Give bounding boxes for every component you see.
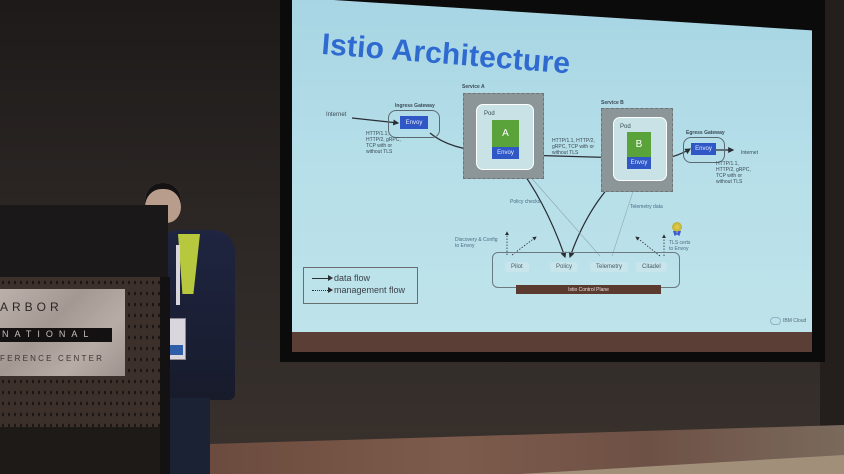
ibm-cloud-logo: IBM Cloud (770, 317, 806, 325)
ingress-gateway-box (388, 110, 440, 138)
egress-envoy: Envoy (691, 143, 716, 155)
speaker-jacket (160, 230, 235, 400)
telemetry-component: Telemetry (590, 262, 629, 272)
dotted-arrow-icon (312, 286, 333, 293)
control-plane-label: Istio Control Plane (516, 285, 661, 294)
policy-component: Policy (550, 262, 579, 272)
egress-protocols: HTTP/1.1, HTTP/2, gRPC, TCP with or with… (716, 161, 751, 185)
legend-box (303, 267, 418, 304)
podium-base (0, 427, 160, 474)
service-b-envoy: Envoy (627, 157, 651, 169)
podium-side (160, 277, 170, 474)
ingress-envoy: Envoy (400, 116, 428, 129)
lanyard (176, 245, 180, 305)
solid-arrow-icon (312, 274, 333, 281)
sign-line-1: ARBOR (0, 300, 63, 314)
service-b-pod-label: Pod (620, 124, 631, 130)
telemetry-data-label: Telemetry data (630, 204, 663, 210)
sign-band (0, 328, 112, 342)
egress-gateway-label: Egress Gateway (686, 130, 725, 136)
service-b-label: Service B (601, 100, 624, 106)
service-a-app: A (492, 120, 519, 147)
speaker-legs (168, 398, 210, 474)
service-b-app: B (627, 132, 651, 157)
legend-management-flow: management flow (312, 285, 405, 295)
screen-bottom-border (292, 332, 812, 352)
sign-line-3: FERENCE CENTER (0, 354, 105, 363)
egress-gateway-box (683, 137, 725, 163)
service-a-label: Service A (462, 84, 485, 90)
legend-data-flow: data flow (312, 273, 370, 283)
pilot-component: Pilot (505, 262, 529, 272)
internet-label-right: Internet (741, 150, 758, 156)
citadel-component: Citadel (636, 262, 667, 272)
ingress-gateway-label: Ingress Gateway (395, 103, 435, 109)
service-a-envoy: Envoy (492, 147, 519, 159)
mesh-protocols: HTTP/1.1, HTTP/2, gRPC, TCP with or with… (552, 138, 595, 156)
internet-label-left: Internet (326, 112, 347, 118)
certificate-icon (672, 222, 682, 232)
service-a-pod-label: Pod (484, 111, 495, 117)
badge-logo (169, 345, 183, 355)
discovery-config-label: Discovery & Config to Envoy (455, 237, 498, 249)
podium-top (0, 205, 168, 277)
speaker-shirt (178, 234, 200, 294)
ingress-protocols: HTTP/1.1, HTTP/2, gRPC, TCP with or with… (366, 131, 401, 155)
tls-certs-label: TLS certs to Envoy (669, 240, 691, 252)
cloud-icon (770, 317, 781, 325)
projected-slide (292, 0, 812, 338)
sign-line-2: NATIONAL (2, 329, 95, 339)
policy-checks-label: Policy checks (510, 199, 541, 205)
